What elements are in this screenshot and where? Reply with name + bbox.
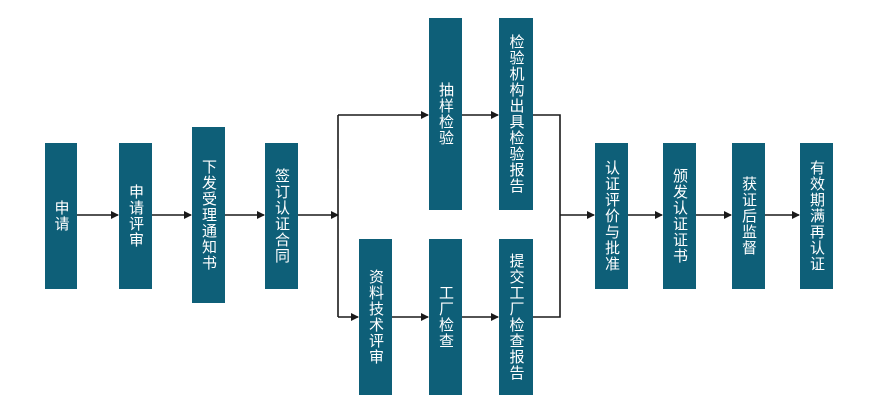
step-notice-label: 下发受理通知书 (200, 159, 218, 271)
step-contract-label: 签订认证合同 (273, 168, 291, 264)
step-recert-label: 有效期满再认证 (808, 160, 826, 272)
step-lab-report-label: 检验机构出具检验报告 (507, 34, 526, 194)
merge-lower (533, 215, 561, 318)
step-contract: 签订认证合同 (265, 143, 298, 289)
step-supervision-label: 获证后监督 (740, 176, 758, 256)
step-sampling: 抽样检验 (429, 18, 462, 210)
step-factory-report-label: 提交工厂检查报告 (507, 253, 526, 381)
step-review: 申请评审 (119, 143, 152, 289)
step-apply: 申请 (45, 143, 77, 289)
step-supervision: 获证后监督 (732, 143, 765, 289)
step-review-label: 申请评审 (127, 184, 145, 248)
step-factory-check-label: 工厂检查 (437, 285, 455, 349)
step-factory-report: 提交工厂检查报告 (499, 239, 533, 395)
step-sampling-label: 抽样检验 (437, 82, 455, 146)
step-issue-cert-label: 颁发认证证书 (671, 168, 689, 264)
step-evaluate-label: 认证评价与批准 (603, 160, 621, 272)
merge-upper (533, 114, 561, 215)
step-doc-review: 资料技术评审 (359, 239, 392, 395)
step-recert: 有效期满再认证 (800, 143, 833, 289)
step-issue-cert: 颁发认证证书 (663, 143, 696, 289)
step-doc-review-label: 资料技术评审 (367, 269, 385, 365)
step-factory-check: 工厂检查 (429, 239, 462, 395)
step-lab-report: 检验机构出具检验报告 (499, 18, 533, 210)
step-notice: 下发受理通知书 (192, 127, 225, 303)
step-evaluate: 认证评价与批准 (595, 143, 628, 289)
step-apply-label: 申请 (52, 200, 71, 232)
